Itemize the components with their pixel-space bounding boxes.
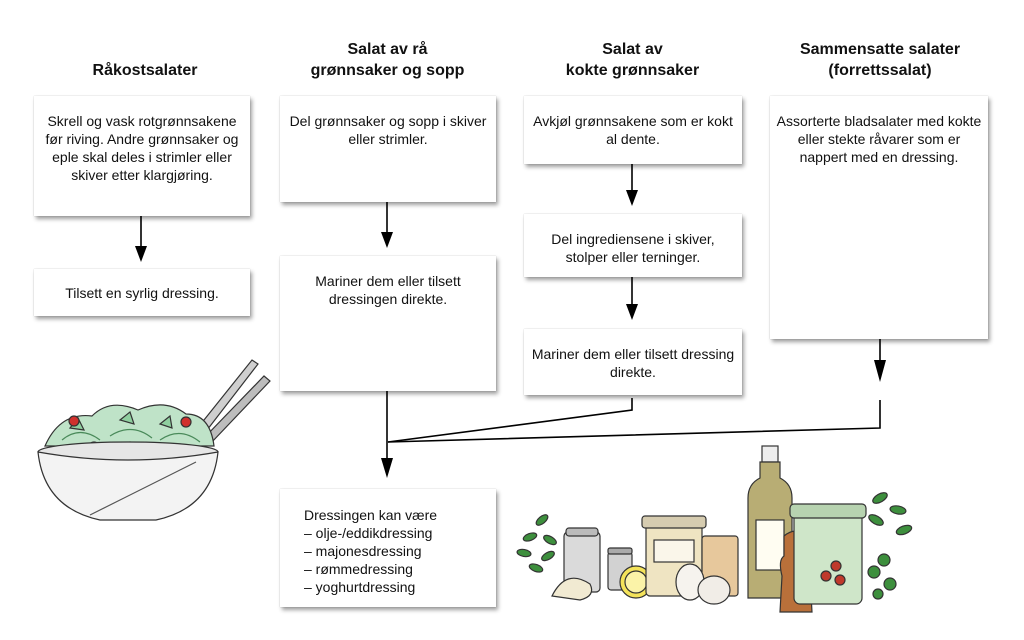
- arrow-head: [381, 458, 393, 478]
- arrow-head: [626, 304, 638, 320]
- heading-rakostsalater: Råkostsalater: [92, 62, 198, 79]
- step-box-kokte-2: Del ingrediensene i skiver, stolper elle…: [524, 214, 742, 277]
- step-box-kokte-1: Avkjøl grønnsakene som er kokt al dente.: [524, 96, 742, 164]
- step-box-sammensatte-1: Assorterte bladsalater med kokte eller s…: [770, 96, 988, 339]
- arrow-head: [381, 232, 393, 248]
- dressing-box-title: Dressingen kan være: [304, 507, 438, 523]
- step-box-kokte-3: Mariner dem eller tilsett dressing direk…: [524, 329, 742, 395]
- heading-kokte-gronnsaker: Salat av kokte grønnsaker: [565, 41, 700, 79]
- arrow-head: [874, 360, 886, 382]
- connector-line: [387, 398, 633, 443]
- dressing-item: – yoghurtdressing: [304, 579, 416, 595]
- heading-ra-gronnsaker-sopp: Salat av rå grønnsaker og sopp: [310, 41, 465, 79]
- step-box-rakost-1: Skrell og vask rotgrønnsakene før riving…: [34, 96, 250, 216]
- step-box-ra-2: Mariner dem eller tilsett dressingen dir…: [280, 256, 496, 391]
- step-box-rakost-2: Tilsett en syrlig dressing.: [34, 269, 250, 316]
- dressing-box: Dressingen kan være – olje-/eddikdressin…: [280, 489, 496, 607]
- dressing-item: – majonesdressing: [304, 543, 422, 559]
- connector-line: [387, 400, 881, 443]
- step-box-ra-1: Del grønnsaker og sopp i skiver eller st…: [280, 96, 496, 202]
- arrow-head: [135, 246, 147, 262]
- arrow-head: [626, 190, 638, 206]
- dressing-item: – rømmedressing: [304, 561, 413, 577]
- dressing-item: – olje-/eddikdressing: [304, 525, 433, 541]
- heading-sammensatte-salater: Sammensatte salater (forrettssalat): [799, 41, 961, 79]
